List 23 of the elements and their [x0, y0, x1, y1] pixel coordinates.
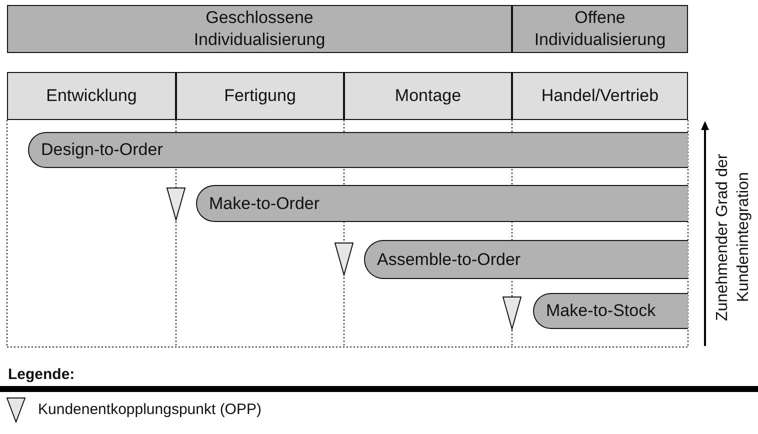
node-label: Make-to-Stock: [546, 300, 656, 322]
phase-header: [344, 72, 512, 120]
strategy-bar: [364, 240, 688, 279]
node-label: Entwicklung: [46, 85, 137, 108]
node-label: Make-to-Order: [209, 192, 320, 215]
strategy-bar: [533, 293, 688, 329]
category-band: [7, 5, 512, 53]
phase-header: [7, 72, 176, 120]
category-band: [512, 5, 688, 53]
phase-header: [176, 72, 344, 120]
strategy-bar: [28, 132, 688, 168]
legend-heading: Legende:: [8, 365, 75, 385]
legend-label: Kundenentkopplungspunkt (OPP): [38, 400, 262, 420]
node-label: Offene Individualisierung: [533, 7, 667, 51]
node-label: Assemble-to-Order: [377, 248, 521, 271]
node-label: Geschlossene Individualisierung: [192, 7, 326, 51]
strategy-bar: [196, 185, 688, 222]
axis-label: Zunehmender Grad der Kundenintegration: [713, 152, 753, 324]
node-label: Montage: [394, 85, 462, 108]
phase-header: [512, 72, 688, 120]
node-label: Handel/Vertrieb: [541, 85, 659, 108]
node-label: Fertigung: [224, 85, 296, 108]
node-label: Design-to-Order: [41, 139, 163, 162]
